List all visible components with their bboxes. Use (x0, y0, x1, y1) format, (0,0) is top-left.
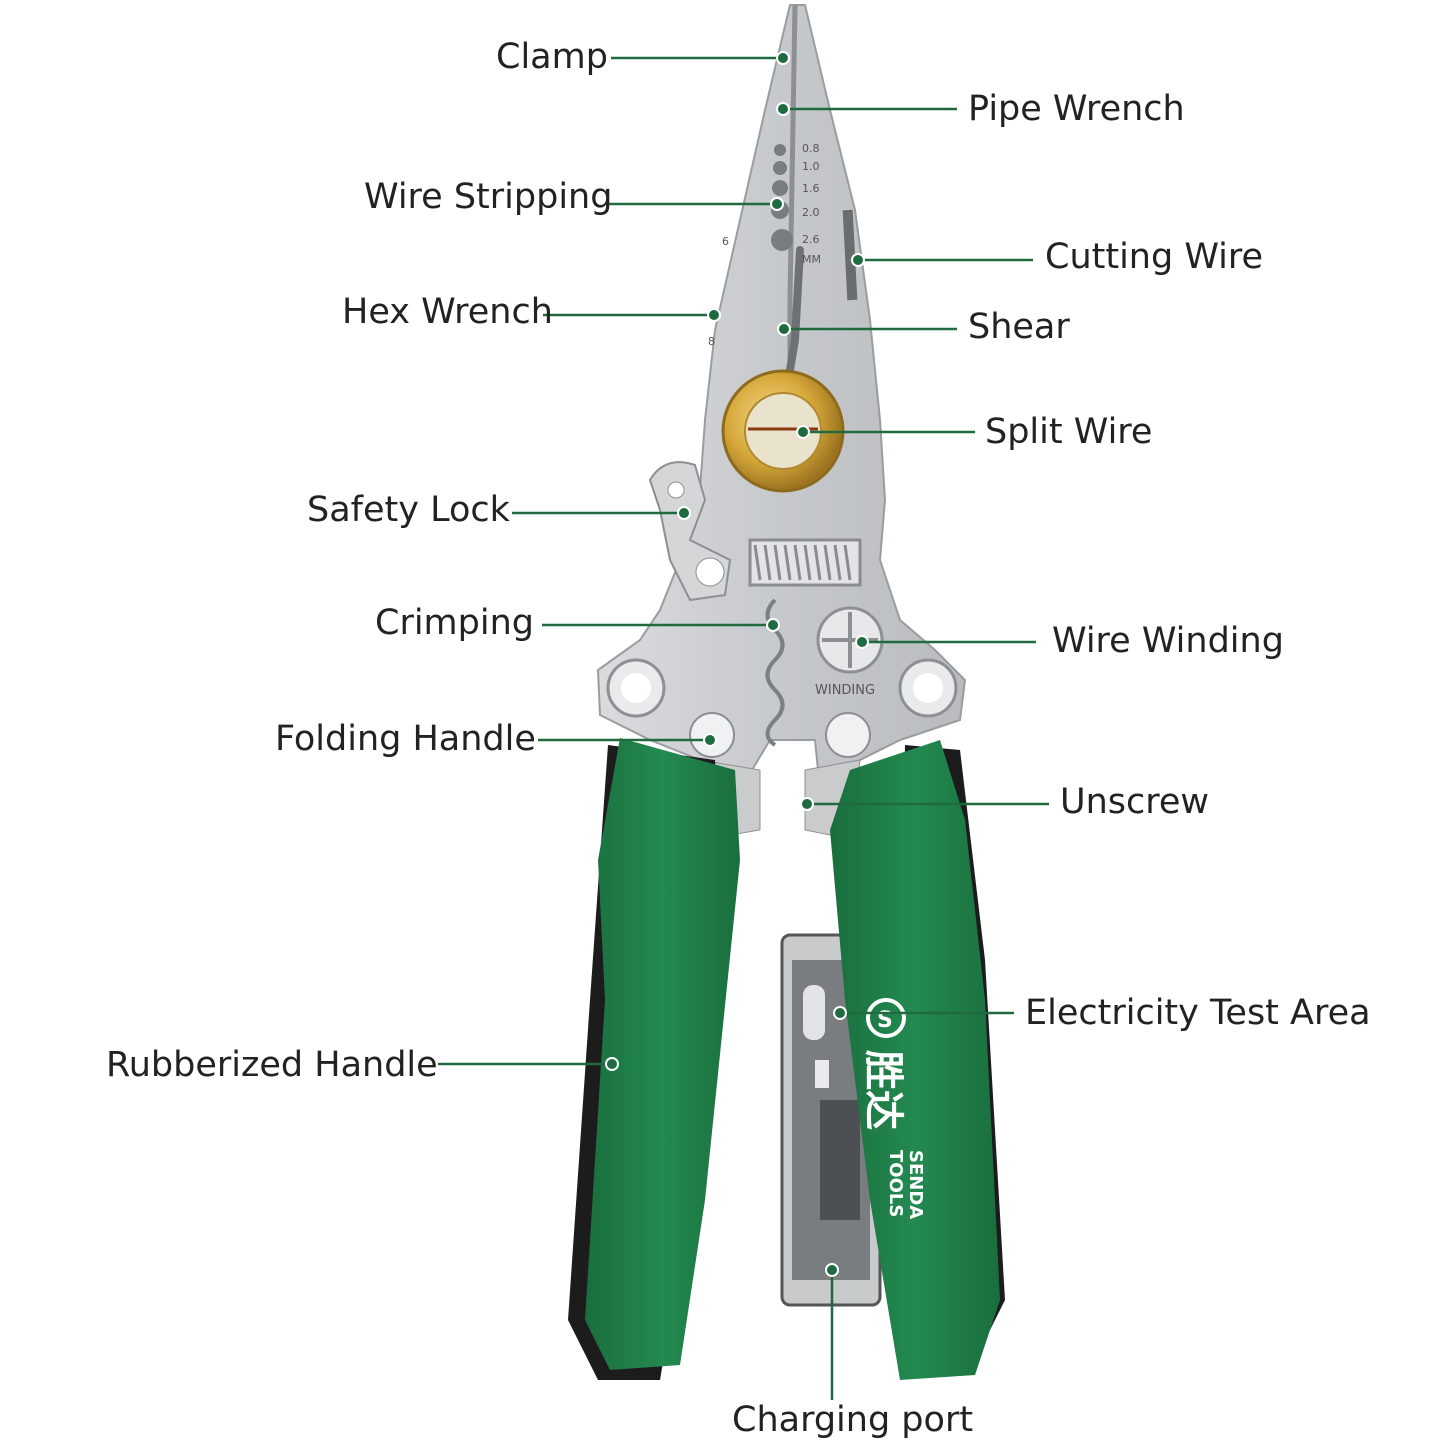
label-folding-handle: Folding Handle (275, 719, 536, 759)
stripping-holes (771, 144, 793, 251)
leader-lines (438, 56, 1049, 1400)
right-handle-green (830, 740, 1000, 1380)
label-split-wire: Split Wire (985, 412, 1153, 452)
label-cutting-wire: Cutting Wire (1045, 237, 1264, 277)
label-wire-winding: Wire Winding (1052, 621, 1284, 661)
label-crimping: Crimping (375, 603, 534, 643)
label-clamp: Clamp (496, 37, 608, 77)
hex-6: 6 (722, 235, 729, 248)
brand-name-en-1: SENDA (905, 1150, 926, 1219)
gauge-2.6: 2.6 (802, 233, 820, 246)
shear-slot (786, 246, 804, 374)
gauge-1.0: 1.0 (802, 160, 820, 173)
label-rubberized-handle: Rubberized Handle (106, 1045, 438, 1085)
gauge-mm: MM (802, 253, 821, 266)
winding-mark: WINDING (815, 683, 875, 698)
label-unscrew: Unscrew (1060, 782, 1210, 822)
rivet-lower-right (825, 712, 871, 758)
brand-name-en-2: TOOLS (885, 1150, 906, 1217)
brand-name-cn: 胜达 (860, 1050, 906, 1130)
jaw-seam (787, 4, 798, 360)
label-shear: Shear (968, 307, 1070, 347)
hex-8: 8 (708, 335, 715, 348)
label-safety-lock: Safety Lock (307, 490, 510, 530)
label-hex-wrench: Hex Wrench (342, 292, 553, 332)
cutting-blade (842, 209, 858, 301)
left-handle-green (585, 738, 740, 1370)
label-charging-port: Charging port (732, 1400, 974, 1440)
gauge-2.0: 2.0 (802, 206, 820, 219)
spring (748, 538, 862, 587)
gauge-1.6: 1.6 (802, 182, 820, 195)
label-wire-stripping: Wire Stripping (364, 177, 613, 217)
leader-dots (605, 51, 869, 1277)
gauge-0.8: 0.8 (802, 142, 820, 155)
label-electricity-test-area: Electricity Test Area (1025, 993, 1371, 1033)
gauge-marks: 0.8 1.0 1.6 2.0 2.6 MM 6 8 (708, 142, 821, 348)
label-pipe-wrench: Pipe Wrench (968, 89, 1185, 129)
